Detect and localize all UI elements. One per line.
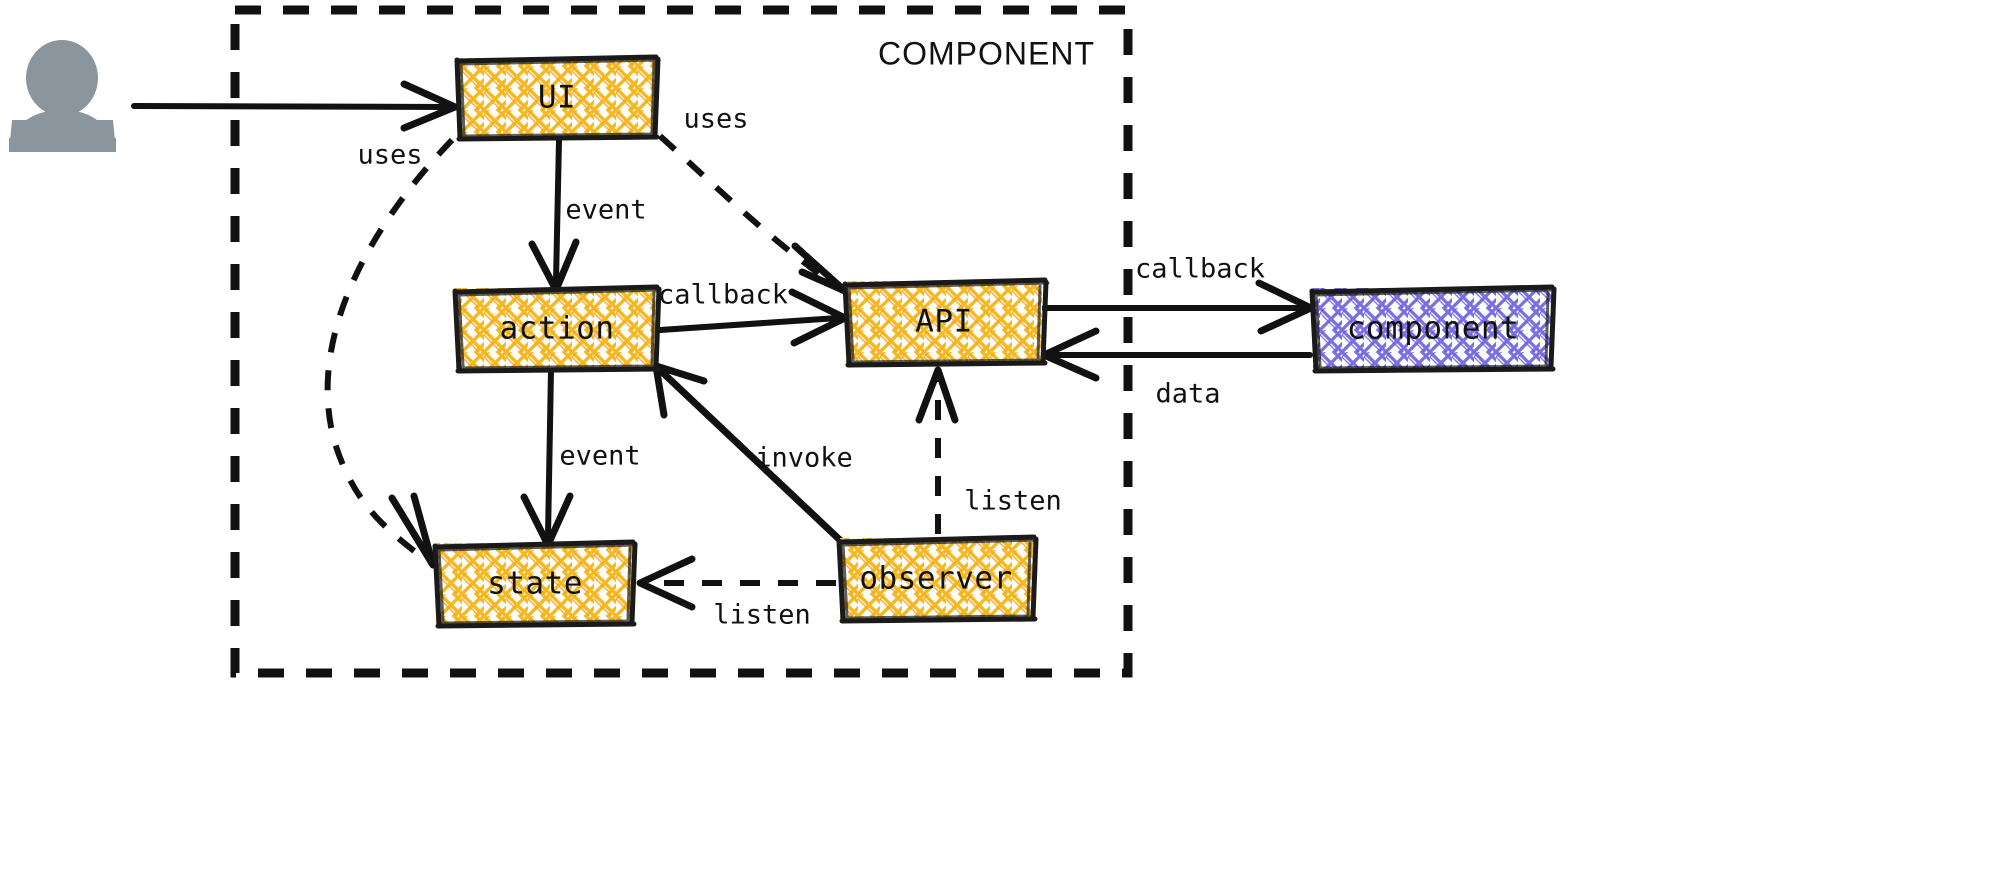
edge-label-event-top: event [565, 195, 646, 226]
edge-label-invoke: invoke [755, 443, 853, 474]
node-state[interactable]: state [432, 539, 638, 629]
component-boundary-label: COMPONENT [878, 35, 1095, 71]
edge-api-to-component-callback: callback [1041, 254, 1315, 335]
edge-label-callback-right: callback [1135, 254, 1265, 285]
node-ui[interactable]: UI [454, 54, 661, 142]
edge-observer-to-api-listen: listen [915, 366, 1062, 534]
user-actor [9, 40, 116, 152]
node-label-state: state [487, 566, 583, 602]
node-label-ui: UI [538, 80, 576, 116]
node-api[interactable]: API [842, 277, 1050, 368]
node-observer[interactable]: observer [836, 534, 1039, 624]
edge-label-event-bottom: event [559, 441, 640, 472]
edge-observer-to-state-listen: listen [636, 555, 836, 631]
edge-ui-to-action-event: event [528, 137, 647, 294]
edge-label-listen-vertical: listen [964, 486, 1062, 517]
edge-label-callback-mid: callback [658, 280, 788, 311]
edge-observer-to-action-invoke: invoke [652, 362, 853, 545]
node-label-api: API [915, 304, 973, 340]
edge-action-to-api-callback: callback [657, 280, 849, 347]
edge-action-to-state-event: event [520, 367, 641, 549]
edge-label-data: data [1155, 379, 1220, 410]
edge-actor-to-ui [131, 80, 459, 132]
edge-label-uses-left: uses [357, 140, 422, 171]
node-component[interactable]: component [1309, 284, 1557, 374]
edge-label-listen-horizontal: listen [713, 600, 811, 631]
actor-body [9, 120, 116, 152]
actor-head [26, 40, 98, 116]
edge-ui-to-state-uses: uses [324, 137, 455, 569]
edge-component-to-api-data: data [1040, 327, 1313, 410]
node-label-action: action [500, 311, 615, 347]
edge-ui-to-api-uses: uses [657, 104, 849, 295]
node-action[interactable]: action [452, 284, 662, 374]
edge-label-uses-right: uses [683, 104, 748, 135]
component-boundary: COMPONENT [230, 5, 1133, 678]
node-label-observer: observer [859, 561, 1012, 597]
node-label-component: component [1347, 311, 1519, 347]
